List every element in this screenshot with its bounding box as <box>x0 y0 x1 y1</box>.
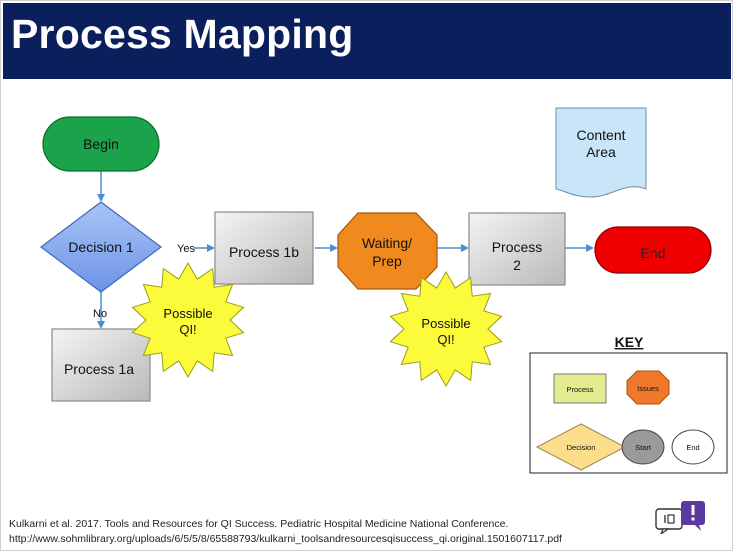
process-2: Process 2 <box>468 212 566 286</box>
process-1b: Process 1b <box>214 211 314 285</box>
page-title: Process Mapping <box>11 11 354 57</box>
key-decision-swatch <box>535 423 627 471</box>
yes-label: Yes <box>177 243 195 255</box>
process-2-label-line2: 2 <box>513 257 521 273</box>
key-decision-label: Decision <box>567 443 596 452</box>
key-end-swatch <box>671 429 715 465</box>
begin-terminator: Begin <box>42 116 160 172</box>
key-issues-swatch <box>626 370 670 405</box>
key-issues-label: Issues <box>637 384 659 393</box>
process-1b-label: Process 1b <box>229 244 299 260</box>
key-end-label: End <box>686 443 699 452</box>
key-heading: KEY <box>615 334 644 350</box>
waiting-label-line1: Waiting/ <box>362 235 412 251</box>
waiting-label-line2: Prep <box>372 253 402 269</box>
citation: Kulkarni et al. 2017. Tools and Resource… <box>9 517 562 547</box>
no-label: No <box>93 308 107 320</box>
key-start-label: Start <box>635 443 652 452</box>
starburst-right-line1: Possible <box>421 316 470 331</box>
key-process-label: Process <box>566 385 593 394</box>
begin-label: Begin <box>83 136 119 152</box>
content-area-document: Content Area <box>555 107 647 198</box>
title-bar: Process Mapping <box>3 3 731 79</box>
process-2-label-line1: Process <box>492 239 543 255</box>
starburst-left-line2: QI! <box>179 322 196 337</box>
key-process-swatch <box>553 373 607 404</box>
possible-qi-starburst-left: Possible QI! <box>131 262 245 378</box>
possible-qi-starburst-right: Possible QI! <box>389 271 503 387</box>
end-terminator: End <box>594 226 712 274</box>
decision-1-label: Decision 1 <box>68 239 134 255</box>
content-area-line2: Area <box>586 144 616 160</box>
starburst-left-line1: Possible <box>163 306 212 321</box>
process-1a: Process 1a <box>51 328 151 402</box>
content-area-line1: Content <box>576 127 625 143</box>
decision-1: Decision 1 <box>40 201 162 293</box>
chat-bubble-logo-icon <box>655 501 705 534</box>
waiting-prep-issue: Waiting/ Prep <box>337 212 438 290</box>
citation-url: http://www.sohmlibrary.org/uploads/6/5/5… <box>9 533 562 545</box>
process-1a-label: Process 1a <box>64 361 134 377</box>
connectors <box>97 171 594 329</box>
starburst-right-line2: QI! <box>437 332 454 347</box>
citation-line1: Kulkarni et al. 2017. Tools and Resource… <box>9 518 509 530</box>
end-label: End <box>641 245 666 261</box>
key-legend: KEY Process Issues Decision Start End <box>529 334 728 474</box>
key-start-swatch <box>621 429 665 465</box>
